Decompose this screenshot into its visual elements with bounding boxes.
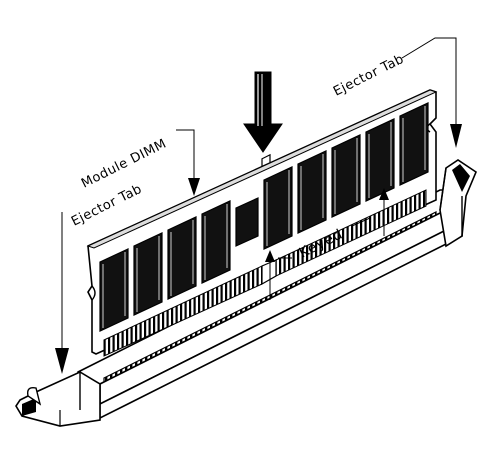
memory-chip bbox=[365, 118, 395, 202]
arrowhead-right-tab bbox=[450, 124, 462, 148]
insert-direction-arrow bbox=[243, 71, 283, 153]
arrowhead-module bbox=[188, 178, 200, 196]
memory-chip bbox=[167, 216, 197, 300]
arrowhead-keyed-left bbox=[265, 250, 275, 262]
dimm-module bbox=[86, 89, 438, 357]
memory-chip bbox=[331, 134, 361, 218]
right-ejector-tab bbox=[439, 159, 477, 248]
memory-chip bbox=[99, 248, 129, 332]
dimm-slot bbox=[77, 153, 463, 419]
memory-chips bbox=[99, 102, 429, 332]
arrowhead-keyed-right bbox=[379, 188, 389, 200]
dimm-side-notch-left bbox=[91, 285, 96, 301]
chip-leads bbox=[102, 106, 426, 328]
leader-lines bbox=[61, 37, 457, 350]
memory-chip bbox=[297, 150, 327, 234]
spd-chip bbox=[235, 197, 259, 247]
memory-chip bbox=[263, 166, 293, 250]
left-ejector-tab bbox=[15, 371, 101, 427]
label-ejector-tab-right: Ejector Tab bbox=[331, 52, 407, 100]
leader-arrowheads bbox=[55, 124, 462, 374]
label-ejector-tab-left: Ejector Tab bbox=[69, 182, 145, 230]
memory-chip bbox=[133, 232, 163, 316]
memory-chip bbox=[201, 200, 231, 284]
arrowhead-left-tab bbox=[55, 348, 69, 374]
label-module-dimm: Module DIMM bbox=[79, 136, 169, 191]
memory-chip bbox=[399, 102, 429, 186]
